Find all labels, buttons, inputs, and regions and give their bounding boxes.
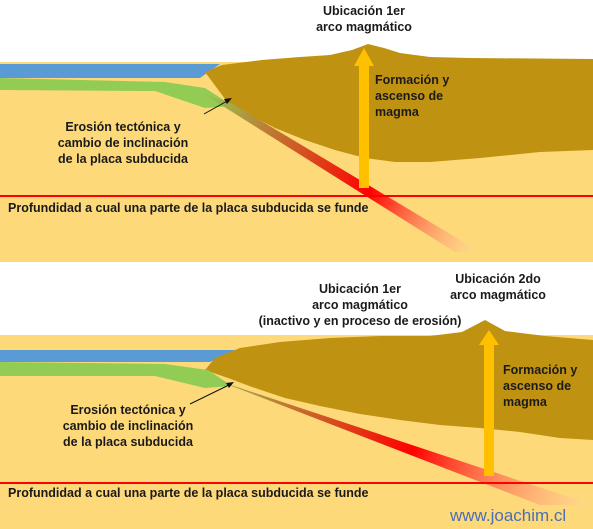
bottom-magma-arrow [479,330,499,476]
top-subducting-plate-green [0,78,233,108]
top-erosion-pointer [203,99,230,115]
top-subducting-plate-slab [202,93,480,252]
bottom-magma-label: Formación y ascenso de magma [503,363,578,409]
bottom-erosion-label: Erosión tectónica y cambio de inclinació… [62,403,194,449]
bottom-arc1-label: Ubicación 1er arco magmático (inactivo y… [258,282,462,328]
top-erosion-label: Erosión tectónica y cambio de inclinació… [57,120,189,166]
top-depth-label: Profundidad a cual una parte de la placa… [8,201,369,215]
bottom-erosion-pointer-head [226,382,234,388]
bottom-panel [0,320,593,529]
panel-divider [0,262,593,268]
top-arc-label: Ubicación 1er arco magmático [316,4,412,34]
top-magma-label: Formación y ascenso de magma [375,73,450,119]
top-panel [0,44,593,262]
bottom-subducting-plate-green [0,362,232,388]
top-magma-arrow [354,48,374,188]
bottom-depth-label: Profundidad a cual una parte de la placa… [8,486,369,500]
top-continental-crust [205,44,593,162]
bottom-continental-crust [205,320,593,440]
bottom-erosion-pointer [189,383,232,405]
bottom-ocean [0,350,235,362]
top-erosion-pointer-head [224,98,232,104]
bottom-arc2-label: Ubicación 2do arco magmático [450,272,546,302]
credit-link[interactable]: www.joachim.cl [450,506,567,525]
top-ocean [0,64,220,78]
